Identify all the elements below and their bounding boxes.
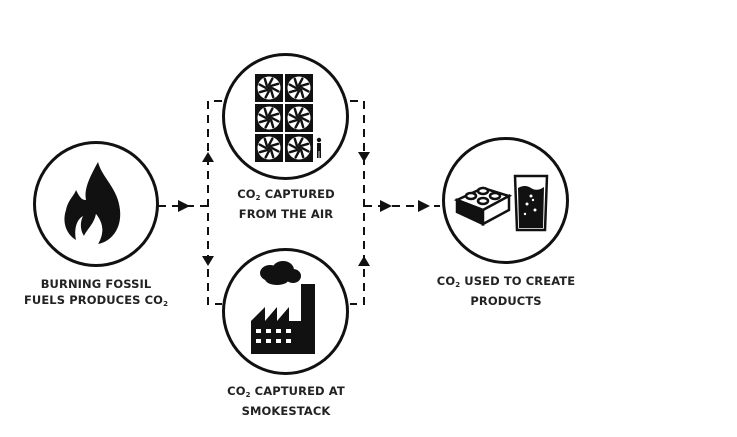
node-burning-fossil-fuels xyxy=(33,141,159,267)
node-captured-at-smokestack xyxy=(222,248,349,375)
fire-icon xyxy=(64,162,121,244)
fan-icon xyxy=(285,104,313,132)
arrow-down-icon xyxy=(202,256,214,266)
label-captured-at-smokestack: CO2 CAPTURED AT SMOKESTACK xyxy=(227,384,345,418)
factory-icon xyxy=(251,261,315,354)
fans-icon xyxy=(255,74,322,162)
connector-right-vertical xyxy=(350,100,365,305)
arrow-down-icon xyxy=(358,152,370,162)
arrow-right-icon xyxy=(178,200,190,212)
arrow-right-icon xyxy=(418,200,430,212)
fan-icon xyxy=(285,74,313,102)
fan-icon xyxy=(255,134,283,162)
arrow-right-icon xyxy=(380,200,392,212)
label-used-to-create-products: CO2 USED TO CREATE PRODUCTS xyxy=(436,274,576,308)
node-captured-from-air xyxy=(222,53,349,180)
fan-icon xyxy=(255,104,283,132)
products-icon xyxy=(453,174,549,232)
node-used-to-create-products xyxy=(442,137,569,264)
glass-icon xyxy=(513,174,549,232)
person-icon xyxy=(316,137,322,158)
arrow-up-icon xyxy=(202,152,214,162)
label-captured-from-air: CO2 CAPTURED FROM THE AIR xyxy=(237,187,335,221)
arrow-up-icon xyxy=(358,256,370,266)
fan-icon xyxy=(285,134,313,162)
brick-icon xyxy=(453,186,513,227)
label-burning-fossil-fuels: BURNING FOSSIL FUELS PRODUCES CO2 xyxy=(23,277,169,308)
fan-icon xyxy=(255,74,283,102)
connector-left-vertical xyxy=(207,100,222,305)
